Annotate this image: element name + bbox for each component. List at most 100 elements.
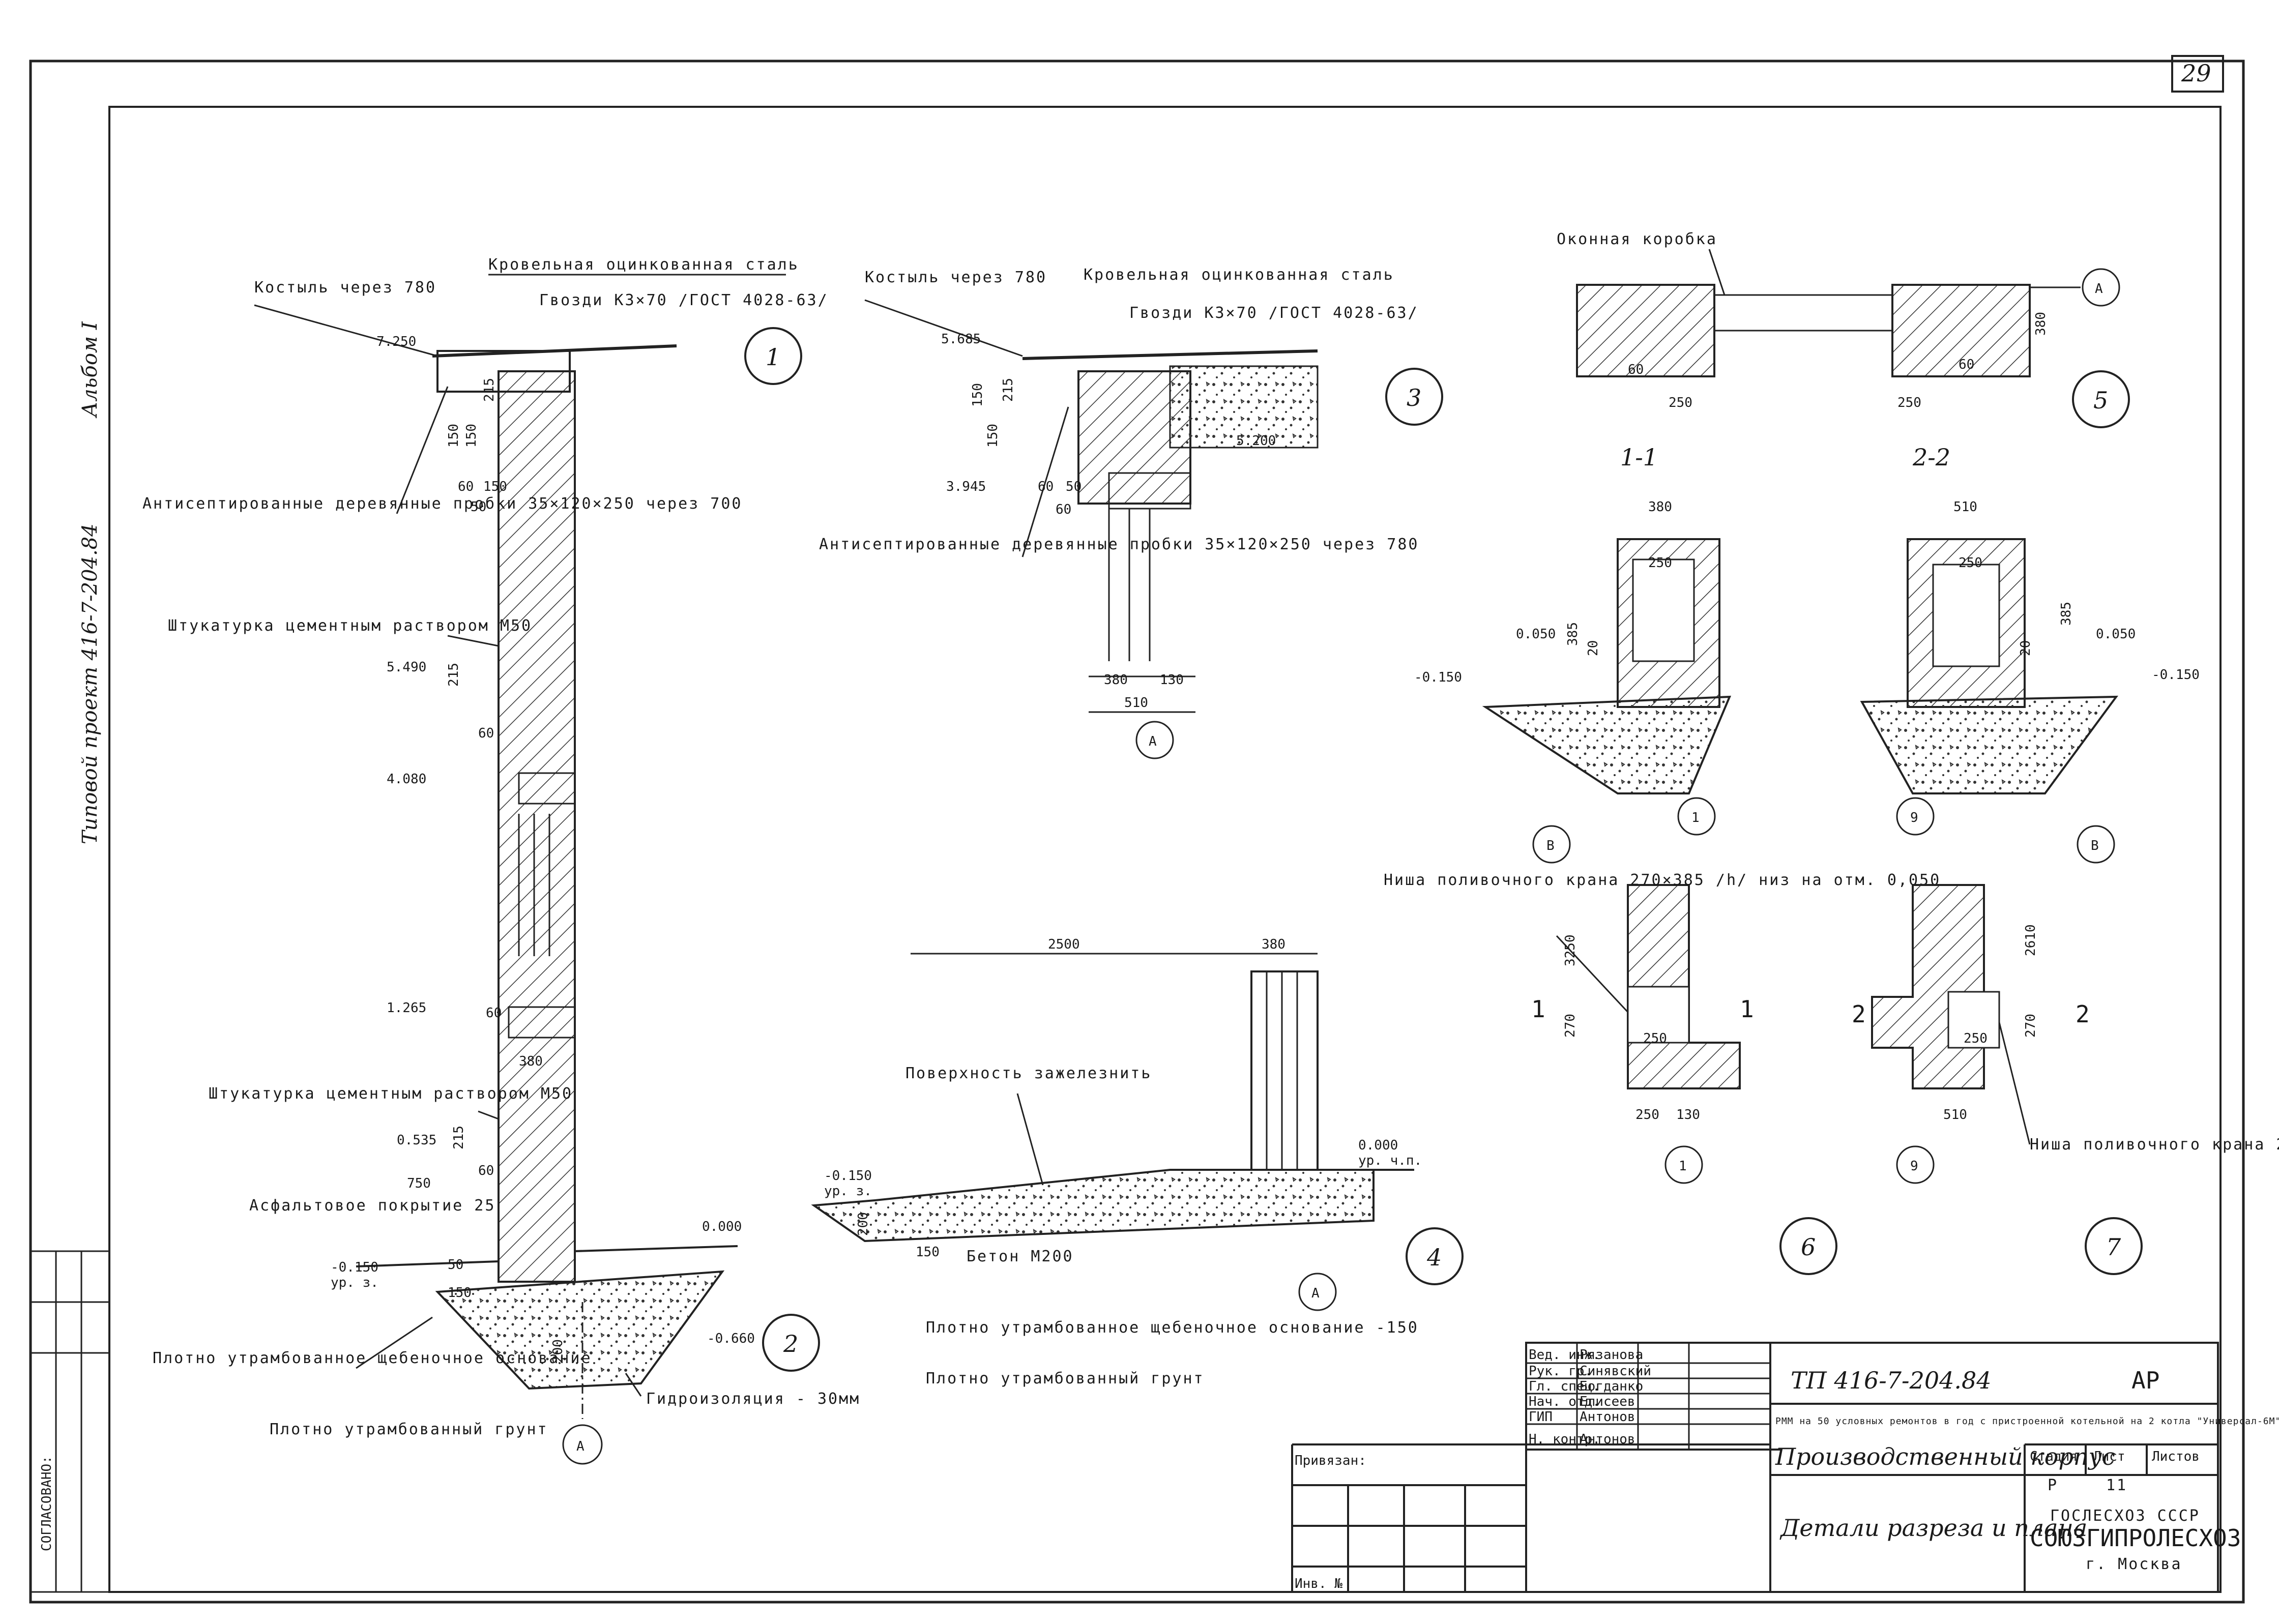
d1-level-5: 0.535 (397, 1133, 436, 1148)
d4-base: Плотно утрамбованное щебеночное основани… (926, 1319, 1419, 1337)
d6-axis-1: 1 (1679, 1159, 1687, 1174)
d6-dim-3: 250 (1643, 1031, 1667, 1046)
tb-role-5: ГИП (1529, 1409, 1553, 1425)
tb-sheet-title: Детали разреза и плана (1779, 1514, 2087, 1542)
tb-role-2: Рук. гр. (1529, 1364, 1592, 1379)
d1-level-note: ур. з. (331, 1275, 378, 1290)
tb-approved: Привязан: (1295, 1453, 1366, 1468)
d1-dim-2: 150 (464, 424, 479, 448)
d1-dim-12: 60 (478, 1163, 494, 1178)
d4-level-1: -0.150 (824, 1168, 872, 1184)
tb-role-4: Нач. отд. (1529, 1394, 1600, 1409)
d4-axis-circle (1298, 1273, 1337, 1311)
d7-dim-4: 510 (1943, 1107, 1967, 1123)
d1-level-8: -0.660 (707, 1331, 755, 1346)
d1-plugs-leader (396, 386, 449, 514)
d3-marker: 3 (1407, 384, 1421, 411)
sheet-number: 29 (2181, 60, 2211, 87)
d7-marker-circle (2085, 1217, 2143, 1275)
inner-frame (108, 106, 2222, 1593)
d1-level-3: 4.080 (387, 772, 426, 787)
d3-dim-8: 130 (1160, 672, 1184, 688)
d1-waterproof: Гидроизоляция - 30мм (646, 1390, 860, 1408)
tb-name-6: Антонов (1580, 1432, 1635, 1447)
approval-label: СОГЛАСОВАНО: (39, 1456, 54, 1551)
d1-level-1: 7.250 (376, 334, 416, 349)
approval-strip (30, 1250, 110, 1593)
s11-level-2: -0.150 (1414, 670, 1462, 685)
d3-plugs: Антисептированные деревянные пробки 35×1… (819, 536, 1419, 553)
d5-dim-4: 250 (1897, 395, 1921, 410)
d3-roof: Кровельная оцинкованная сталь (1084, 266, 1394, 284)
d1-dim-7: 60 (478, 726, 494, 741)
d4-level-note2: ур. ч.п. (1358, 1153, 1422, 1168)
section-1-1 (1482, 538, 1732, 794)
d6-marker-circle (1779, 1217, 1837, 1275)
d3-dim-4: 60 (1038, 479, 1054, 494)
d5-dim-2: 250 (1669, 395, 1692, 410)
s22-dim-1: 510 (1953, 499, 1977, 515)
tb-name-4: Елисеев (1580, 1394, 1635, 1409)
d5-window-leader (1708, 249, 1726, 296)
d1-dim-15: 150 (448, 1285, 472, 1301)
d3-axis: А (1149, 734, 1157, 749)
d3-dim-2: 150 (985, 424, 1001, 448)
d6-cut-left: 1 (1531, 995, 1545, 1023)
s22-level-1: 0.050 (2096, 627, 2136, 642)
tb-code: ТП 416-7-204.84 (1791, 1367, 1992, 1394)
tb-inv: Инв. № (1295, 1576, 1342, 1591)
d1-marker: 1 (766, 343, 780, 371)
d4-concrete: Бетон М200 (967, 1248, 1074, 1265)
tb-building: Производственный корпус (1775, 1443, 2115, 1470)
d2-marker: 2 (783, 1330, 798, 1357)
s11-title: 1-1 (1620, 444, 1658, 471)
d3-dim-6: 60 (1056, 502, 1071, 517)
d1-dim-3: 215 (482, 378, 497, 402)
d7-niche-leader (1998, 1022, 2031, 1145)
d1-ground: Плотно утрамбованный грунт (270, 1421, 548, 1438)
s11-level-1: 0.050 (1516, 627, 1556, 642)
d3-level-1: 5.685 (941, 332, 981, 347)
tb-mark: АР (2131, 1367, 2159, 1394)
d1-dim-6: 50 (471, 499, 486, 515)
tb-sheet: 11 (2106, 1477, 2127, 1494)
title-block-grid (1291, 1342, 2219, 1593)
d4-ground: Плотно утрамбованный грунт (926, 1370, 1205, 1387)
d6-cut-right: 1 (1740, 995, 1754, 1023)
tb-description: РММ на 50 условных ремонтов в год с прис… (1775, 1416, 2279, 1427)
tb-name-2: Синявский (1580, 1364, 1651, 1379)
d3-dim-5: 50 (1066, 479, 1082, 494)
side-album: Альбом I (78, 321, 102, 419)
d1-anchor-label: Костыль через 780 (254, 279, 436, 297)
d5-window: Оконная коробка (1557, 230, 1717, 248)
d7-axis-9: 9 (1910, 1159, 1918, 1174)
tb-name-3: Богданко (1580, 1379, 1643, 1394)
d5-dim-3: 60 (1959, 357, 1974, 372)
tb-role-1: Вед. инж. (1529, 1347, 1600, 1363)
tb-stage: Р (2048, 1477, 2058, 1494)
d6-dim-1: 3250 (1563, 934, 1578, 966)
s22-title: 2-2 (1912, 444, 1950, 471)
tb-stage-label: Стадия (2030, 1449, 2078, 1464)
d3-dim-3: 215 (1001, 378, 1016, 402)
d7-niche: Ниша поливочного крана 270×385 /h/ низ н… (2030, 1136, 2279, 1154)
d1-dim-11: 215 (451, 1126, 466, 1149)
d1-dim-13: 750 (407, 1176, 431, 1191)
tb-role-6: Н. контр. (1529, 1432, 1600, 1447)
d1-dim-14: 50 (448, 1257, 463, 1273)
d4-dim-2: 380 (1262, 937, 1285, 952)
d7-marker: 7 (2106, 1233, 2121, 1261)
s22-dim-3: 20 (2018, 640, 2033, 656)
d6-dim-4: 250 (1635, 1107, 1659, 1123)
tb-org1: ГОСЛЕСХОЗ СССР (2050, 1507, 2200, 1525)
d6-dim-2: 270 (1563, 1014, 1578, 1038)
d3-level-2: 5.200 (1236, 433, 1276, 449)
d3-anchor: Костыль через 780 (865, 269, 1047, 286)
d3-marker-circle (1385, 368, 1443, 426)
s11-dim-1: 380 (1648, 499, 1672, 515)
d6-axis-b: В (1546, 838, 1555, 853)
d1-dim-1: 150 (446, 424, 461, 448)
tb-name-5: Антонов (1580, 1409, 1635, 1425)
s22-level-2: -0.150 (2152, 667, 2200, 683)
detail-5-plan (1576, 284, 2081, 377)
